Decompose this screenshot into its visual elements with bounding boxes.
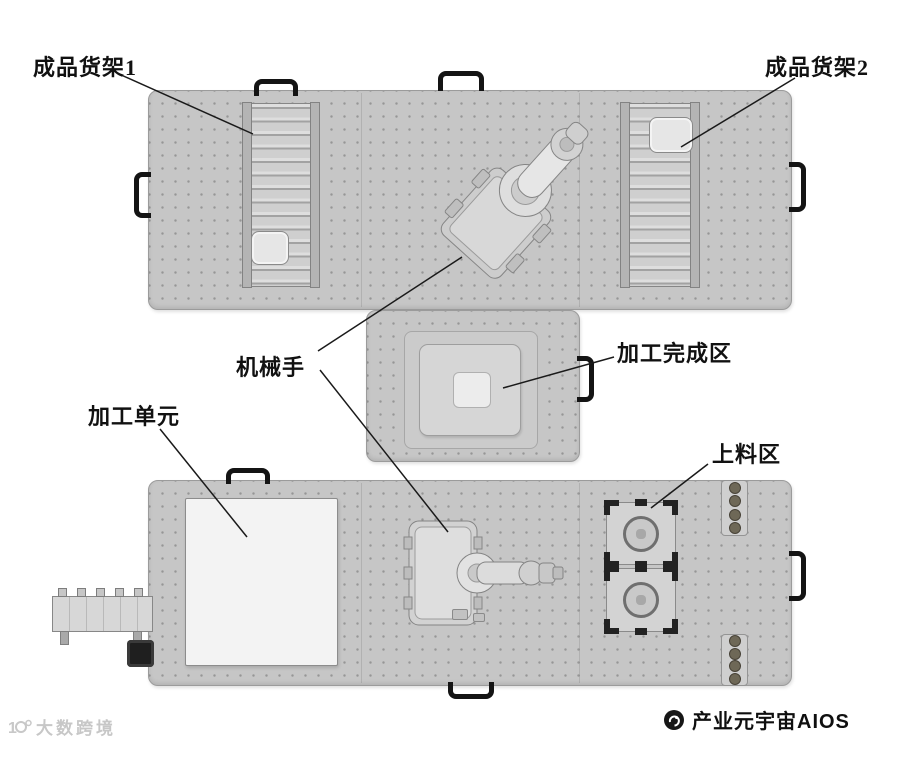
label-finish-area: 加工完成区 (617, 341, 733, 366)
loading-fixture-1 (604, 499, 678, 568)
conveyor-motor (127, 640, 154, 667)
material-slug (728, 647, 741, 660)
workpiece-on-rack-1 (251, 231, 289, 265)
material-slug (728, 521, 741, 534)
lift-handle (577, 356, 594, 402)
machining-unit-cabinet (185, 498, 338, 666)
slug-tray-top (721, 480, 748, 536)
material-slug (728, 672, 741, 685)
lift-handle (448, 682, 494, 699)
workpiece-on-rack-2 (649, 117, 693, 153)
fixture-corner-clamp (663, 566, 678, 581)
fixture-corner-clamp (663, 500, 678, 515)
lift-handle (134, 172, 151, 218)
fixture-clamp-tab (635, 499, 647, 506)
material-slug (728, 508, 741, 521)
material-slug (728, 635, 741, 648)
loose-part (473, 613, 485, 622)
conveyor-tab (96, 588, 105, 597)
material-slug (728, 482, 741, 495)
slug-tray-bottom (721, 634, 748, 686)
dashu-logo-icon: 1 (8, 719, 32, 737)
lift-handle (789, 551, 806, 601)
platform-seam (579, 483, 580, 683)
fixture-clamp-tab (635, 561, 647, 568)
conveyor-foot (60, 631, 69, 645)
lift-handle (438, 71, 484, 91)
robot-arm-top (440, 121, 589, 279)
robot-arm-bottom (403, 520, 564, 626)
material-slug (728, 495, 741, 508)
fixture-corner-clamp (663, 552, 678, 567)
svg-text:1: 1 (8, 720, 20, 737)
lift-handle (789, 162, 806, 212)
watermark-right: 产业元宇宙AIOS (663, 705, 850, 734)
platform-seam (361, 93, 362, 307)
conveyor-tab (58, 588, 67, 597)
label-loading-area: 上料区 (712, 442, 782, 467)
feeder-conveyor (52, 596, 153, 632)
fixture-corner-clamp (663, 619, 678, 634)
platform-seam (579, 93, 580, 307)
loose-part (452, 609, 468, 620)
material-slug (728, 660, 741, 673)
aios-logo-icon (664, 709, 684, 730)
conveyor-tab (134, 588, 143, 597)
fixture-clamp-tab (635, 565, 647, 572)
watermark-right-text: 产业元宇宙AIOS (692, 711, 850, 733)
lift-handle (254, 79, 298, 96)
conveyor-tab (115, 588, 124, 597)
fixture-corner-clamp (604, 500, 619, 515)
label-finished-shelf-2: 成品货架2 (765, 55, 870, 80)
fixture-corner-clamp (604, 566, 619, 581)
watermark-left-text: 大数跨境 (36, 719, 116, 738)
lift-handle (226, 468, 270, 484)
label-finished-shelf-1: 成品货架1 (33, 55, 138, 80)
fixture-corner-clamp (604, 619, 619, 634)
loading-fixture-2 (604, 565, 678, 635)
fixture-nest-circle (623, 515, 659, 552)
label-machining-unit: 加工单元 (88, 404, 181, 429)
platform-seam (361, 483, 362, 683)
fixture-clamp-tab (635, 628, 647, 635)
label-robot-arm: 机械手 (236, 355, 306, 380)
watermark-left: 1 大数跨境 (8, 714, 116, 739)
fixture-nest-circle (623, 582, 659, 618)
fixture-corner-clamp (604, 552, 619, 567)
conveyor-tab (77, 588, 86, 597)
finish-area-slot (453, 372, 491, 408)
